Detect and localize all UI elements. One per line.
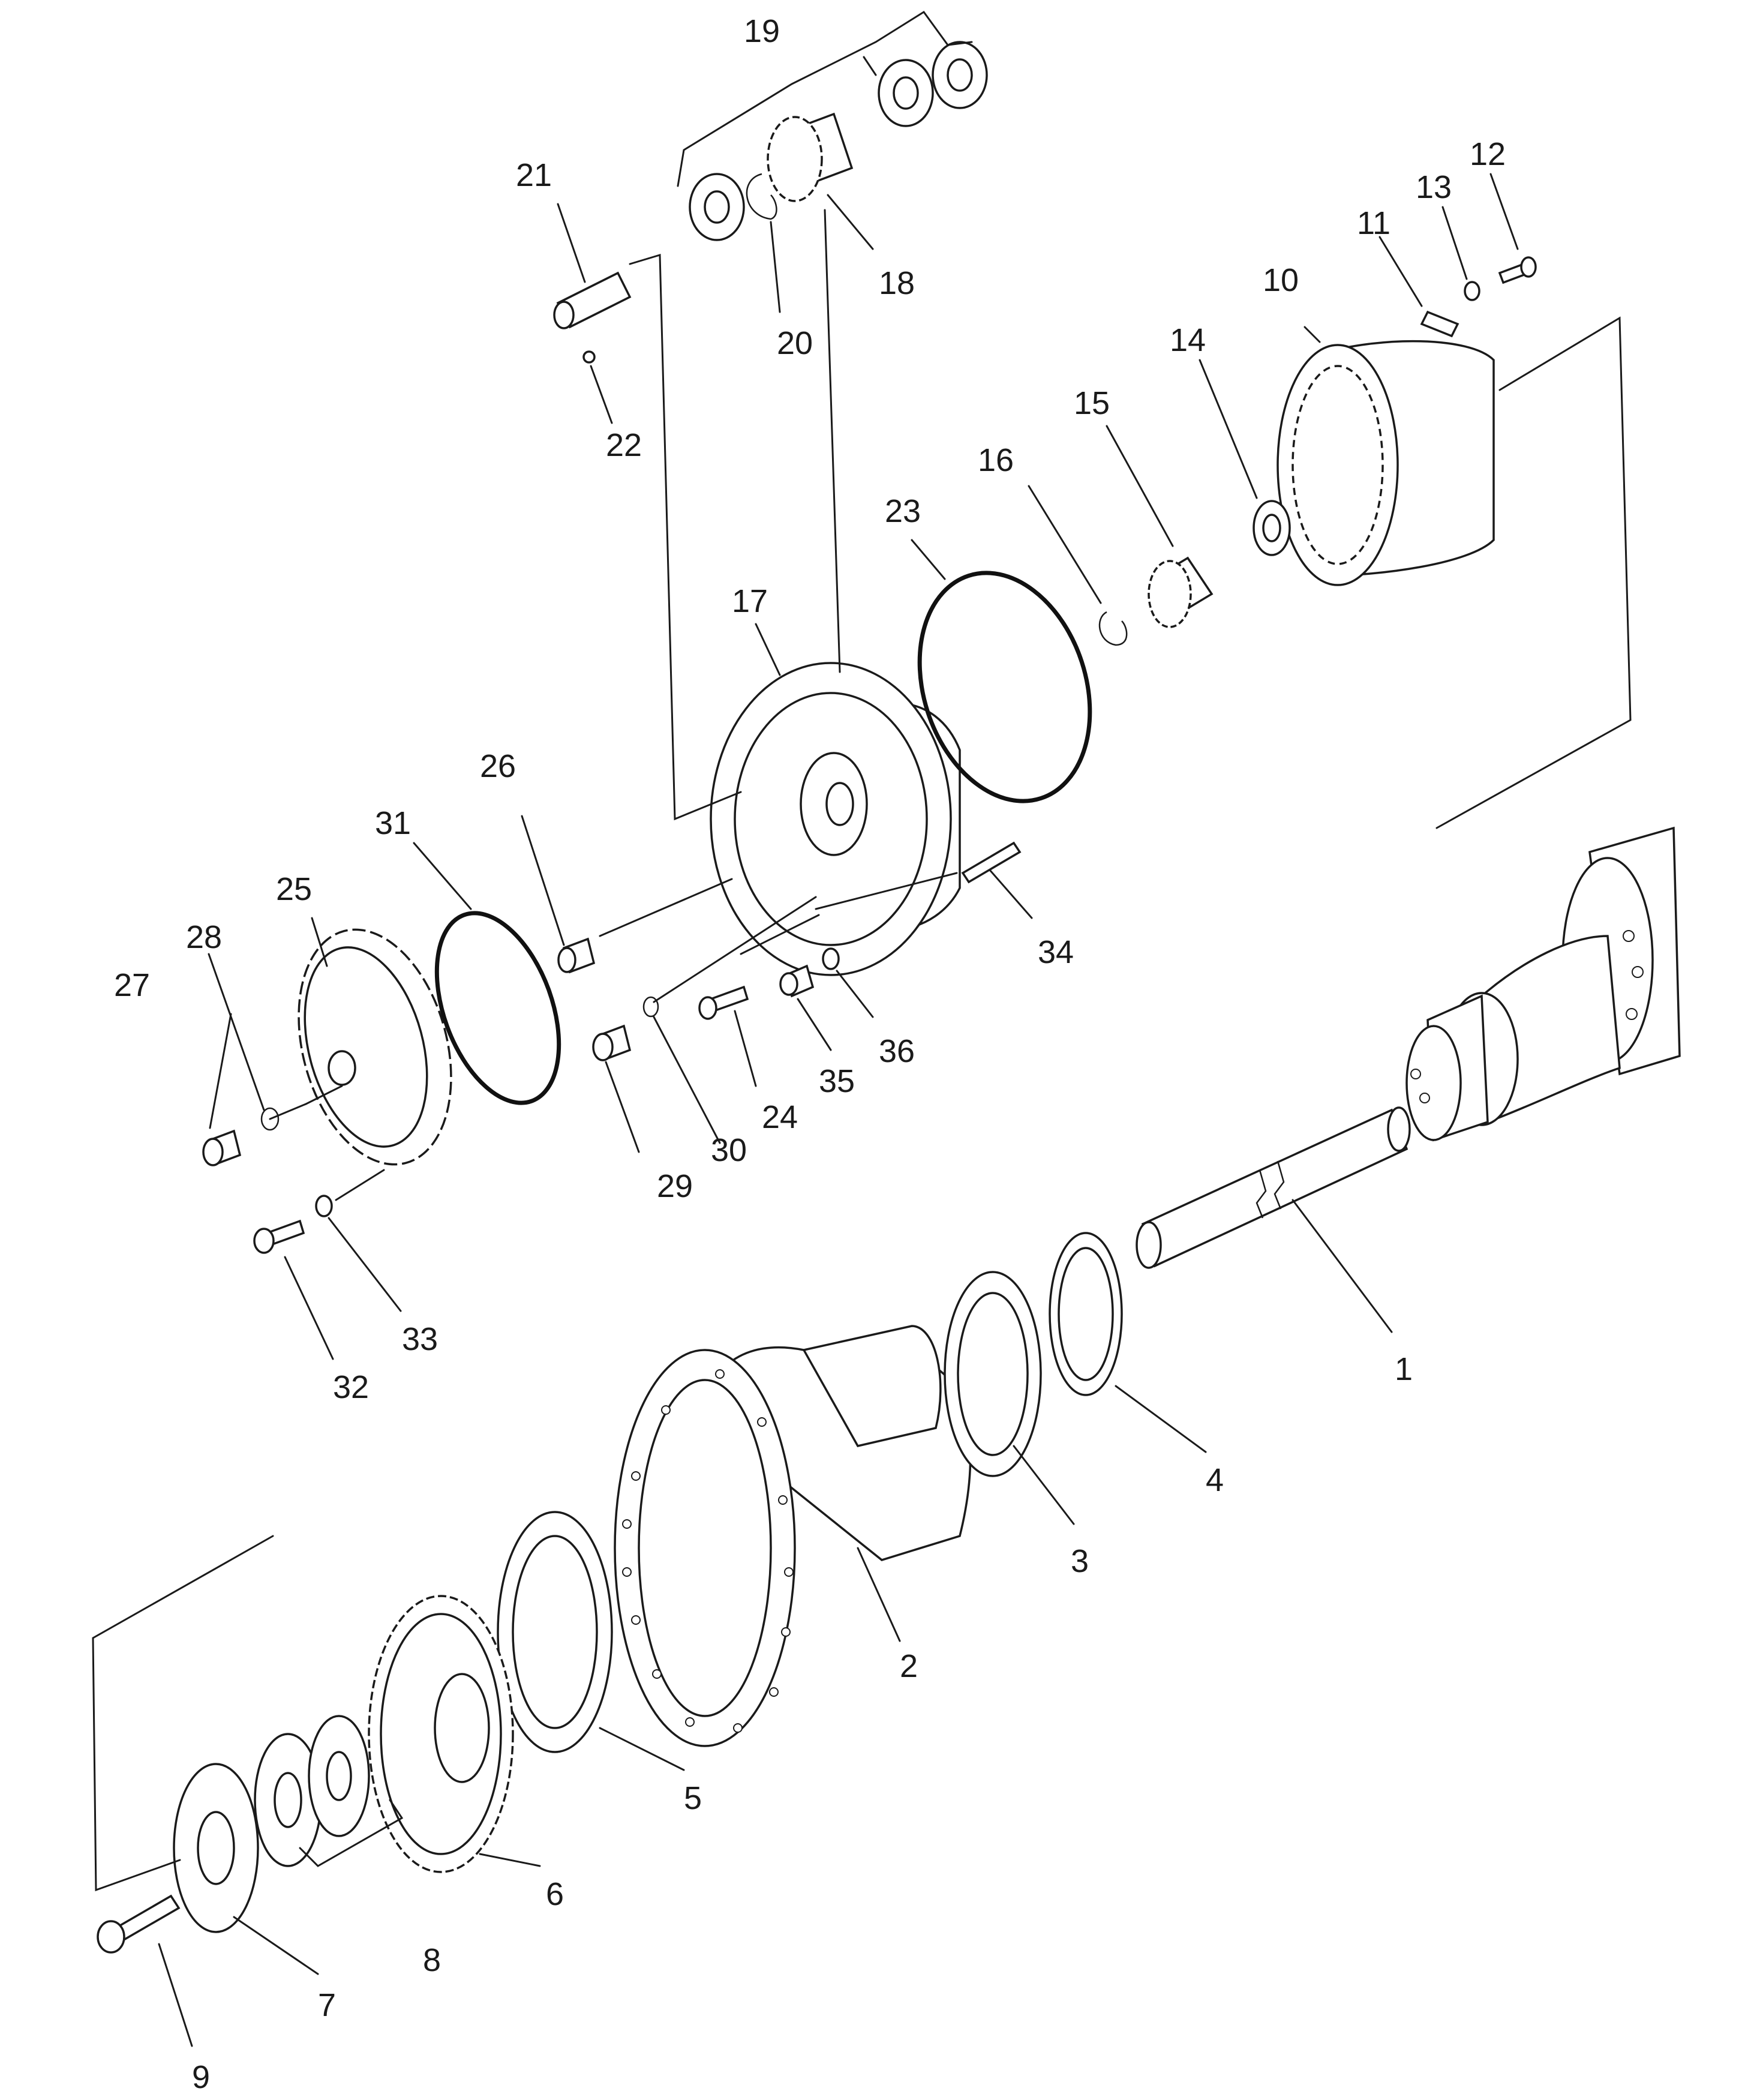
callout-14: 14 xyxy=(1170,322,1206,358)
part-26-plug xyxy=(557,937,596,974)
part-8-spacers xyxy=(254,1715,370,1867)
callout-21: 21 xyxy=(516,157,552,193)
callout-1: 1 xyxy=(1395,1351,1413,1387)
callout-24: 24 xyxy=(762,1099,798,1135)
callout-36: 36 xyxy=(879,1033,915,1069)
part-36-washer xyxy=(822,947,840,970)
callout-10: 10 xyxy=(1263,262,1299,298)
callout-18: 18 xyxy=(879,265,915,301)
callout-34: 34 xyxy=(1038,934,1074,970)
callout-13: 13 xyxy=(1416,169,1452,205)
callout-labels: 1 2 3 4 5 6 7 8 9 10 11 12 13 14 15 16 1… xyxy=(114,13,1506,2095)
part-27-plug xyxy=(202,1129,242,1166)
part-9-bolt xyxy=(97,1894,181,1954)
callout-15: 15 xyxy=(1074,385,1110,421)
callout-22: 22 xyxy=(606,427,642,463)
part-33-washer xyxy=(315,1195,333,1217)
callout-3: 3 xyxy=(1071,1543,1089,1579)
part-16-snap-ring xyxy=(1098,611,1128,646)
part-25-cover xyxy=(298,928,452,1166)
part-35-nut xyxy=(779,964,815,998)
callout-26: 26 xyxy=(480,748,516,784)
callout-31: 31 xyxy=(375,805,411,841)
callout-33: 33 xyxy=(402,1321,438,1357)
callout-25: 25 xyxy=(276,871,312,907)
part-18-gear xyxy=(767,112,854,202)
callout-8: 8 xyxy=(423,1942,441,1978)
part-12-bolt xyxy=(1498,256,1537,284)
part-17-carrier xyxy=(710,662,961,976)
part-11-key xyxy=(1420,310,1459,338)
part-20-snap-ring xyxy=(746,173,777,220)
callout-30: 30 xyxy=(711,1132,747,1168)
drive-housing xyxy=(1405,826,1681,1142)
assembly-lines xyxy=(92,10,1632,1892)
callout-6: 6 xyxy=(546,1876,564,1912)
part-13-washer xyxy=(1464,281,1480,301)
callout-19: 19 xyxy=(744,13,780,49)
part-1-shaft xyxy=(1136,1106,1411,1269)
part-7-plate xyxy=(173,1763,259,1933)
part-4-ring xyxy=(1049,1232,1123,1396)
part-32-bolt xyxy=(253,1219,305,1254)
hub-bolt-holes xyxy=(622,1369,794,1733)
part-6-gear xyxy=(368,1595,514,1873)
callout-5: 5 xyxy=(684,1780,702,1816)
part-28-o-ring xyxy=(260,1107,280,1131)
part-21-pin xyxy=(553,271,632,329)
callout-7: 7 xyxy=(318,1987,336,2023)
part-2-hub xyxy=(614,1325,972,1747)
callout-23: 23 xyxy=(885,493,921,529)
callout-12: 12 xyxy=(1470,136,1506,172)
callout-35: 35 xyxy=(819,1063,855,1099)
part-34-stud xyxy=(961,841,1022,884)
part-29-plug xyxy=(592,1024,632,1061)
part-10-ring-gear xyxy=(1277,340,1495,586)
part-5-bearing xyxy=(497,1511,613,1753)
callout-27: 27 xyxy=(114,967,150,1003)
part-14-bearing xyxy=(1253,500,1291,556)
callout-20: 20 xyxy=(777,325,813,361)
leader-lines xyxy=(158,173,1519,2047)
callout-28: 28 xyxy=(186,919,222,955)
callout-9: 9 xyxy=(192,2059,210,2095)
callout-29: 29 xyxy=(657,1168,693,1204)
callout-16: 16 xyxy=(978,442,1014,478)
callout-32: 32 xyxy=(333,1369,369,1405)
part-15-gear xyxy=(1148,556,1214,628)
part-22-ball xyxy=(582,350,596,364)
part-3-bearing xyxy=(944,1271,1042,1477)
callout-2: 2 xyxy=(900,1648,918,1684)
part-30-o-ring xyxy=(642,996,659,1018)
part-31-o-ring xyxy=(434,911,561,1105)
part-24-bolt xyxy=(698,985,749,1020)
part-19-bearings xyxy=(689,41,988,241)
callout-17: 17 xyxy=(732,583,768,619)
callout-11: 11 xyxy=(1357,205,1390,241)
callout-4: 4 xyxy=(1206,1462,1224,1498)
part-23-o-ring xyxy=(917,571,1092,803)
